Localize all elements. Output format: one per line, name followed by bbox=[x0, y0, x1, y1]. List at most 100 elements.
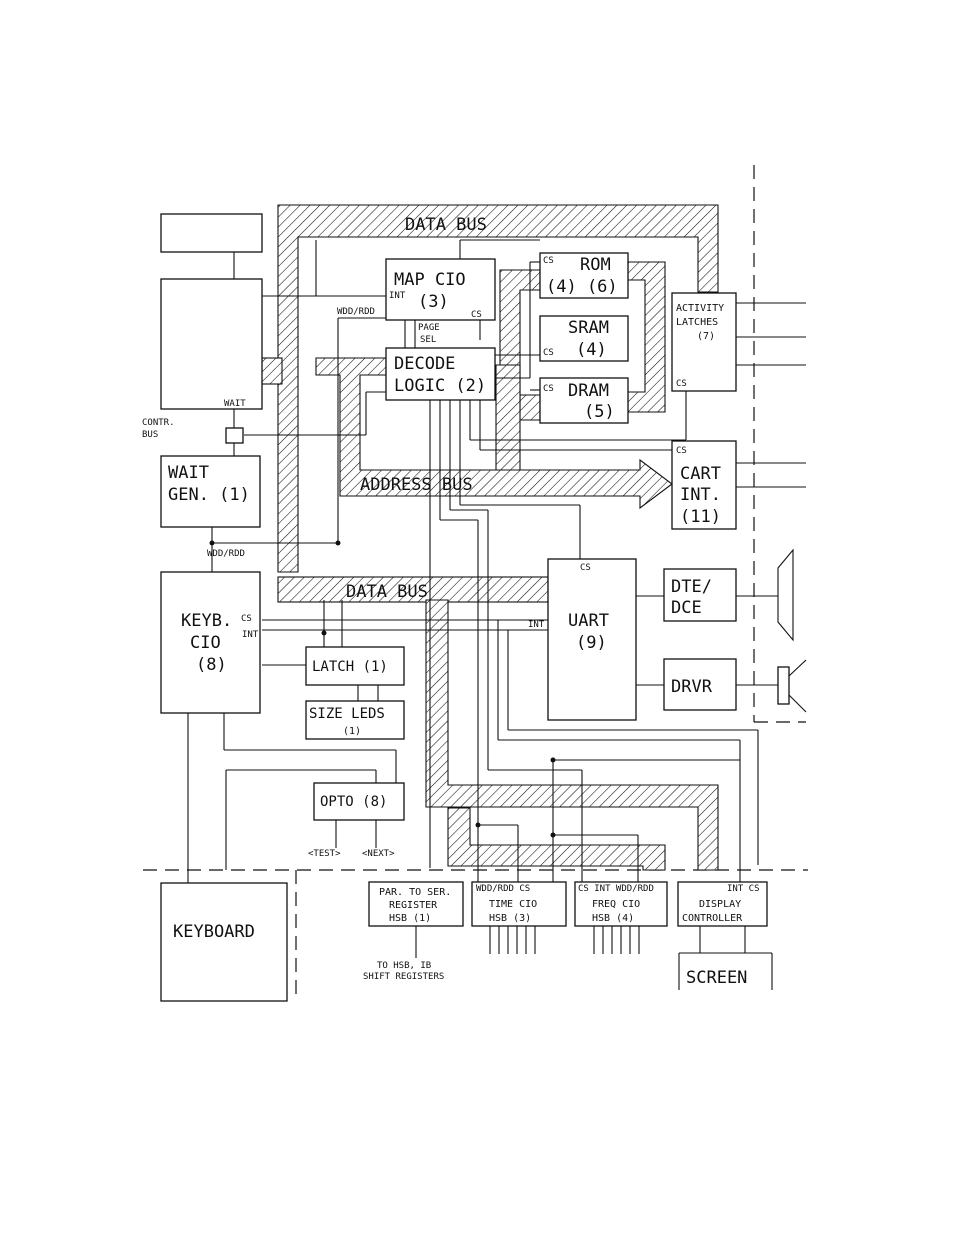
data-bus-top bbox=[277, 204, 719, 573]
cart-title: CART bbox=[680, 464, 721, 484]
time-title: TIME CIO bbox=[489, 899, 537, 910]
data-bus-mid bbox=[277, 576, 719, 871]
to-hsb-label: TO HSB, IB bbox=[377, 961, 431, 971]
rom-number: (4) (6) bbox=[546, 277, 618, 297]
keyb-cs-label: CS bbox=[241, 614, 252, 624]
activity-latches-box bbox=[671, 292, 737, 392]
next-label: <NEXT> bbox=[362, 849, 395, 859]
wait-label: WAIT bbox=[224, 399, 246, 409]
keyboard-box bbox=[160, 882, 288, 1002]
sram-box bbox=[539, 315, 629, 362]
signal-lines bbox=[187, 239, 806, 958]
disp-title: DISPLAY bbox=[699, 899, 741, 910]
keyb-cio-box bbox=[160, 571, 261, 714]
par-number: HSB (1) bbox=[389, 913, 431, 924]
keyb-title: KEYB. bbox=[181, 611, 232, 631]
junction-dots bbox=[209, 540, 556, 838]
uart-number: (9) bbox=[576, 633, 607, 653]
data-bus-lower bbox=[447, 807, 666, 871]
activity-cs-label: CS bbox=[676, 379, 687, 389]
opto-box bbox=[313, 782, 405, 821]
map-cio-number: (3) bbox=[418, 292, 449, 312]
screen-title: SCREEN bbox=[686, 968, 747, 988]
map-cs-label: CS bbox=[471, 310, 482, 320]
par-title: PAR. TO SER. bbox=[379, 887, 451, 898]
cpu-box bbox=[160, 278, 263, 410]
connector-shapes bbox=[736, 548, 807, 713]
par-to-ser-box bbox=[368, 881, 464, 927]
keyb-int-label: INT bbox=[242, 630, 259, 640]
keyb-cio-label: CIO bbox=[190, 633, 221, 653]
dram-cs-label: CS bbox=[543, 384, 554, 394]
keyb-number: (8) bbox=[196, 655, 227, 675]
opto-title: OPTO (8) bbox=[320, 794, 387, 810]
contr-label: CONTR. bbox=[142, 418, 175, 428]
dce-title: DCE bbox=[671, 598, 702, 618]
map-cio-title: MAP CIO bbox=[394, 270, 466, 290]
wait-gen-box bbox=[160, 455, 261, 528]
size-leds-box bbox=[305, 700, 405, 740]
decode-logic-box bbox=[385, 347, 496, 401]
test-label: <TEST> bbox=[308, 849, 341, 859]
screen-frame bbox=[678, 952, 773, 990]
dram-box bbox=[539, 377, 629, 424]
cart-int-box bbox=[671, 440, 737, 530]
map-wdd-label: WDD/RDD bbox=[337, 307, 375, 317]
shift-reg-label: SHIFT REGISTERS bbox=[363, 972, 444, 982]
drvr-title: DRVR bbox=[671, 677, 713, 697]
time-number: HSB (3) bbox=[489, 913, 531, 924]
dte-dce-box bbox=[663, 568, 737, 622]
boundary-lines bbox=[143, 165, 808, 1002]
size-leds-number: (1) bbox=[343, 726, 361, 737]
map-int-label: INT bbox=[389, 291, 406, 301]
keyboard-title: KEYBOARD bbox=[173, 922, 255, 942]
uart-box bbox=[547, 558, 637, 721]
rom-cs-label: CS bbox=[543, 256, 554, 266]
data-bus-mid-label: DATA BUS bbox=[346, 582, 428, 602]
disp-top-labels: INT CS bbox=[727, 884, 760, 894]
sel-label: SEL bbox=[420, 335, 436, 345]
sram-number: (4) bbox=[576, 340, 607, 360]
dte-title: DTE/ bbox=[671, 577, 712, 597]
cart-number: (11) bbox=[680, 507, 721, 527]
uart-title: UART bbox=[568, 611, 609, 631]
display-controller-box bbox=[677, 881, 768, 927]
disp-controller: CONTROLLER bbox=[682, 913, 743, 924]
rom-title: ROM bbox=[580, 255, 611, 275]
dram-number: (5) bbox=[584, 402, 615, 422]
time-top-labels: WDD/RDD CS bbox=[476, 884, 530, 894]
wait-gen-number: GEN. (1) bbox=[168, 485, 250, 505]
address-bus-label: ADDRESS BUS bbox=[360, 475, 473, 495]
top-left-box bbox=[160, 213, 263, 253]
latch-box bbox=[305, 646, 405, 686]
data-bus-top-label: DATA BUS bbox=[405, 215, 487, 235]
activity-title: ACTIVITY bbox=[676, 303, 724, 314]
rom-box bbox=[539, 252, 629, 299]
page-label: PAGE bbox=[418, 323, 440, 333]
wait-gen-title: WAIT bbox=[168, 463, 209, 483]
map-cio-box bbox=[385, 258, 496, 321]
activity-number: (7) bbox=[697, 331, 715, 342]
uart-cs-label: CS bbox=[580, 563, 591, 573]
cart-int-label: INT. bbox=[680, 485, 721, 505]
time-cio-box bbox=[471, 881, 567, 927]
keyb-wdd-label: WDD/RDD bbox=[207, 549, 245, 559]
freq-top-labels: CS INT WDD/RDD bbox=[578, 884, 654, 894]
dram-title: DRAM bbox=[568, 381, 609, 401]
latch-title: LATCH (1) bbox=[312, 659, 388, 675]
freq-title: FREQ CIO bbox=[592, 899, 640, 910]
sram-cs-label: CS bbox=[543, 348, 554, 358]
sram-title: SRAM bbox=[568, 318, 609, 338]
cart-cs-label: CS bbox=[676, 446, 687, 456]
freq-cio-box bbox=[574, 881, 668, 927]
cpu-bus-stubs bbox=[259, 357, 283, 385]
small-square bbox=[225, 427, 244, 444]
par-register: REGISTER bbox=[389, 900, 438, 911]
uart-int-label: INT bbox=[528, 620, 545, 630]
decode-title: DECODE bbox=[394, 354, 455, 374]
address-bus bbox=[315, 357, 673, 510]
bus-label: BUS bbox=[142, 430, 158, 440]
decode-number: LOGIC (2) bbox=[394, 376, 486, 396]
freq-number: HSB (4) bbox=[592, 913, 634, 924]
